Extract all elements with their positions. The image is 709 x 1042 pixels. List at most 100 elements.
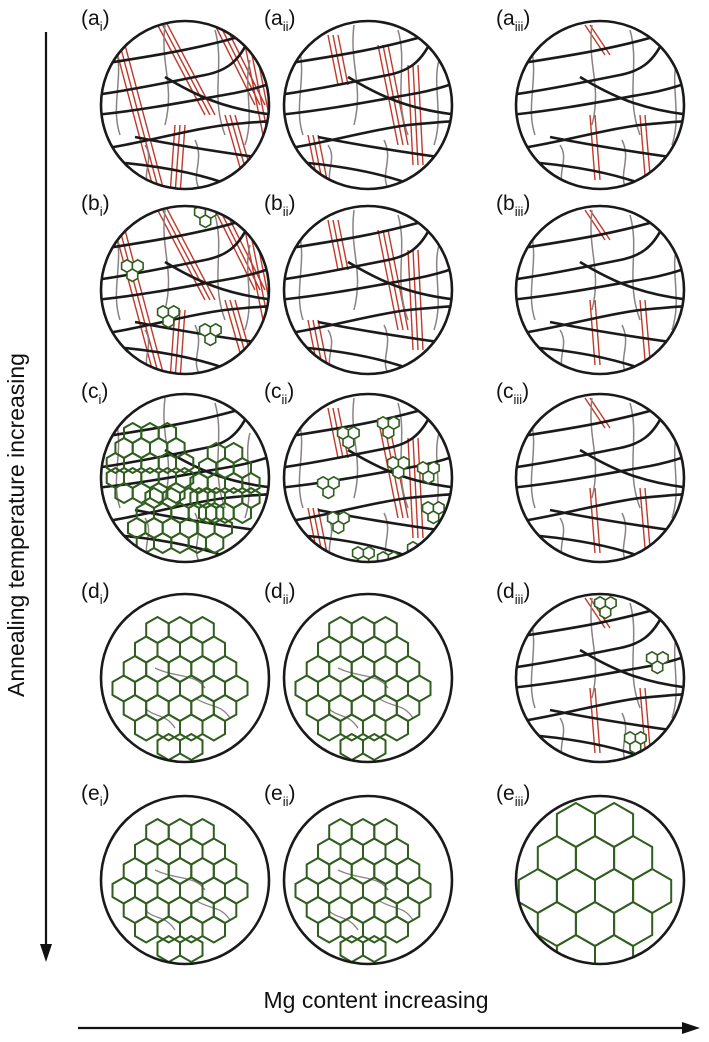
recrystallized-nucleus [126, 268, 139, 283]
recrystallized-grain [594, 933, 635, 964]
grain-boundary [101, 452, 269, 490]
recrystallized-grain [201, 713, 226, 742]
dislocation-line [590, 24, 597, 126]
dislocation-line [383, 139, 390, 189]
recrystallized-grain [201, 915, 226, 944]
dislocation-line [397, 214, 409, 321]
twin-line [219, 209, 261, 291]
twin-line [382, 44, 404, 146]
twin-line [119, 44, 161, 189]
recrystallized-grain [317, 713, 342, 742]
recrystallized-nucleus [392, 465, 405, 480]
panel-a_iii [514, 19, 686, 191]
vertical-arrow-head [40, 944, 52, 962]
grain-boundary [516, 119, 684, 152]
panel-e_ii [282, 794, 454, 966]
panel-label: (bi) [81, 192, 110, 219]
residual-dislocation [327, 707, 359, 729]
grain-boundary [101, 79, 269, 117]
twin-line [412, 437, 419, 539]
twin-line [337, 219, 349, 271]
twin-line [407, 249, 414, 351]
twin-line [234, 114, 256, 186]
horizontal-axis-label: Mg content increasing [263, 987, 488, 1013]
panel-c_iii [514, 392, 686, 564]
dislocation-line [433, 59, 440, 146]
twin-line [412, 249, 419, 351]
panel-outline [282, 19, 454, 191]
grain-boundary [516, 208, 684, 252]
recrystallized-grain [317, 915, 342, 944]
panel-label: (biii) [496, 192, 530, 219]
panel-c_i [99, 392, 271, 564]
grain-boundary [516, 396, 684, 440]
panel-grid: (ai)(aii)(aiii)(bi)(bii)(biii)(ci)(cii)(… [81, 7, 686, 966]
grain-boundary [516, 415, 664, 470]
grain-boundary [284, 415, 432, 470]
grain-boundary [101, 264, 269, 302]
recrystallized-grain [179, 732, 204, 762]
recrystallized-grain [339, 934, 364, 964]
dislocation-line [244, 59, 251, 146]
twin-line [124, 44, 166, 189]
recrystallized-nucleus [332, 520, 345, 535]
dislocation-line [352, 209, 359, 311]
dislocation-line [214, 214, 226, 321]
recrystallized-grain [384, 915, 409, 944]
grain-boundary [284, 396, 452, 440]
twin-line [249, 229, 269, 331]
twin-line [594, 687, 601, 754]
dislocation-line [163, 209, 170, 311]
panel-outline [514, 204, 686, 376]
recrystallized-nucleus [382, 425, 395, 440]
twin-line [589, 397, 611, 429]
twin-line [407, 64, 414, 166]
dislocation-line [621, 139, 628, 189]
recrystallized-grain [156, 934, 181, 964]
twin-line [417, 249, 424, 351]
twin-line [219, 24, 261, 106]
dislocation-line [352, 24, 359, 126]
grain-boundary [516, 264, 684, 302]
recrystallized-grain [179, 915, 204, 944]
panel-outline [99, 392, 271, 564]
twin-line [327, 219, 339, 271]
panel-outline [282, 204, 454, 376]
panel-outline [514, 392, 686, 564]
dislocation-line [590, 597, 597, 699]
twin-line [594, 299, 601, 366]
grain-boundary [284, 452, 452, 490]
panel-label: (ci) [81, 380, 108, 407]
grain-boundary [284, 119, 452, 152]
twin-line [387, 229, 409, 331]
grain-boundary [579, 75, 684, 117]
twin-line [594, 114, 601, 181]
recrystallized-nucleus [427, 510, 440, 525]
dislocation-line [244, 244, 251, 331]
panel-d_i [99, 592, 271, 764]
panel-outline [282, 592, 454, 764]
grain-boundary [516, 304, 684, 337]
dislocation-line [621, 512, 628, 562]
twin-line [589, 209, 611, 241]
recrystallized-grain [362, 713, 387, 742]
panel-outline [99, 794, 271, 966]
grain-boundary [347, 260, 452, 302]
recrystallized-grain [362, 915, 387, 944]
grain-boundary [579, 260, 684, 302]
grain-boundary [284, 79, 452, 117]
residual-dislocation [144, 909, 176, 931]
dislocation-line [590, 397, 597, 499]
panel-label: (diii) [496, 580, 530, 607]
recrystallized-nucleus [162, 314, 175, 329]
grain-boundary [284, 264, 452, 302]
twin-line [377, 417, 399, 519]
panel-label: (di) [81, 580, 110, 607]
panel-outline [99, 204, 271, 376]
grain-boundary [284, 208, 452, 252]
recrystallized-grain [339, 915, 364, 944]
twin-line [174, 309, 181, 374]
dislocation-line [194, 139, 201, 189]
twin-line [179, 124, 186, 189]
